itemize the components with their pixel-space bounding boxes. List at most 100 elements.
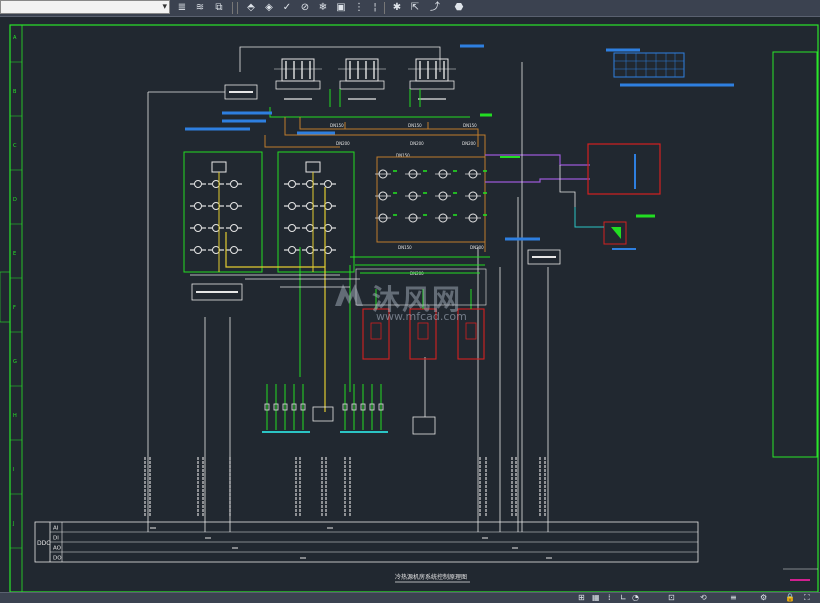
- grid-letter: A: [13, 35, 17, 41]
- polar-icon[interactable]: ◔: [632, 593, 639, 602]
- control-panel-box: [412, 416, 436, 435]
- lineweight-icon[interactable]: ≡: [730, 593, 737, 602]
- expansion-tank: [603, 221, 627, 245]
- pipe-label: DN150: [330, 123, 344, 128]
- distributor-valve: [360, 403, 366, 411]
- osnap-status-icon[interactable]: ⊡: [668, 593, 675, 602]
- lock-toolbar-icon[interactable]: 🔒: [785, 593, 795, 602]
- chiller-base: [275, 80, 321, 90]
- ddc-row-label: DO: [53, 556, 62, 562]
- drawing-title: 冷热源机房系统控制原理图: [395, 573, 467, 581]
- distributor-valve: [300, 403, 306, 411]
- boiler-unit: [362, 308, 390, 360]
- grid-icon[interactable]: ▦: [592, 593, 600, 602]
- grid-letter: J: [12, 521, 14, 527]
- pump-matrix: [375, 169, 487, 223]
- valve-symbol: [306, 246, 314, 254]
- chiller-unit: [281, 58, 315, 82]
- cable-labels: [144, 457, 546, 517]
- layer-unisolate-icon[interactable]: ✓: [282, 2, 292, 13]
- layer-isolate-icon[interactable]: ◈: [265, 2, 273, 13]
- chevron-down-icon[interactable]: ▾: [162, 2, 167, 12]
- boiler-group: [355, 268, 487, 360]
- pipe-label: DN200: [410, 141, 424, 146]
- layer-combo[interactable]: ▾: [0, 0, 170, 14]
- valve-symbol: [194, 202, 202, 210]
- otrack-icon[interactable]: ⟲: [700, 593, 707, 602]
- snap-icon[interactable]: ⁞: [608, 593, 611, 602]
- polar-tracking-icon[interactable]: ⇱: [410, 2, 420, 13]
- toolbar-separator: [232, 2, 233, 14]
- pipe-cyan: [574, 207, 604, 228]
- pipe-purple: [485, 154, 590, 183]
- distributor-valve: [282, 403, 288, 411]
- distributor-valve: [273, 403, 279, 411]
- layer-lock-icon[interactable]: ▣: [336, 2, 346, 13]
- pipe-yellow: [225, 187, 326, 412]
- chiller-base: [339, 80, 385, 90]
- pipe-label: DN150: [408, 123, 422, 128]
- ddc-label: DDC: [37, 540, 50, 547]
- left-title-strip: [0, 271, 11, 323]
- distributor-valve: [369, 403, 375, 411]
- grid-letter: I: [13, 467, 14, 473]
- distributor-group: [262, 384, 388, 433]
- pipe-label: DN150: [396, 153, 410, 158]
- valve-symbol: [324, 180, 332, 188]
- pump-matrix-frame: [376, 156, 486, 243]
- boiler-burner: [370, 322, 382, 340]
- boiler-burner: [465, 322, 477, 340]
- model-space-icon[interactable]: ⊞: [578, 593, 585, 602]
- equipment-table-grid: [614, 53, 684, 77]
- ortho-icon[interactable]: ∟: [620, 593, 627, 602]
- valve-symbol: [230, 246, 238, 254]
- expansion-tank-fill: [611, 227, 621, 239]
- grid-letter: H: [13, 413, 17, 419]
- pipe-chilled-water: [269, 107, 470, 118]
- layer-properties-icon[interactable]: ≣: [177, 2, 187, 13]
- osnap-icon[interactable]: ⤴: [430, 2, 440, 13]
- layer-walk-icon[interactable]: ⋮: [354, 2, 364, 13]
- valve-symbol: [230, 202, 238, 210]
- valve-symbol: [212, 224, 220, 232]
- annotation-bars-left: [185, 111, 335, 135]
- layer-previous-icon[interactable]: ⧉: [215, 2, 223, 13]
- valve-symbol: [194, 180, 202, 188]
- pipe-white: [559, 165, 576, 207]
- toolbar-separator: [384, 2, 385, 14]
- match-layer-icon[interactable]: ⬘: [247, 2, 255, 13]
- valve-symbol: [306, 202, 314, 210]
- cad-toolbar: ▾ ≣ ≋ ⧉ ⬘ ◈ ✓ ⊘ ❄ ▣ ⋮ ¦ ✱ ⇱ ⤴ ⬣: [0, 0, 820, 17]
- signal-lines-right: [477, 62, 549, 532]
- boiler-burner: [417, 322, 429, 340]
- valve-symbol: [194, 224, 202, 232]
- boiler-header-frame: [355, 268, 487, 306]
- pipe-label: DN150: [463, 123, 477, 128]
- layer-freeze-icon[interactable]: ❄: [318, 2, 328, 13]
- control-panel-box: [527, 249, 561, 265]
- manifold-frame: [277, 151, 355, 273]
- valve-symbol: [288, 202, 296, 210]
- snap-settings-icon[interactable]: ✱: [392, 2, 402, 13]
- pipe-label: DN200: [336, 141, 350, 146]
- ddc-row-label: AO: [53, 546, 62, 552]
- layer-walk-icon[interactable]: ¦: [373, 2, 377, 13]
- distributor-valve: [264, 403, 270, 411]
- layer-off-icon[interactable]: ⊘: [300, 2, 310, 13]
- valve-symbol: [306, 224, 314, 232]
- pipe-label: DN200: [462, 141, 476, 146]
- pipe-white-misc: [190, 274, 426, 532]
- manifold-pump: [305, 161, 321, 173]
- boiler-unit: [457, 308, 485, 360]
- annotation-scale-icon[interactable]: ⬣: [454, 2, 464, 13]
- fullscreen-icon[interactable]: ⛶: [804, 593, 810, 602]
- grid-letter: D: [13, 197, 17, 203]
- legend-frame: [772, 51, 818, 458]
- grid-letter: B: [13, 89, 17, 95]
- valve-symbol: [212, 180, 220, 188]
- layer-states-icon[interactable]: ≋: [195, 2, 205, 13]
- workspace-icon[interactable]: ⚙: [760, 593, 768, 602]
- valve-symbol: [288, 246, 296, 254]
